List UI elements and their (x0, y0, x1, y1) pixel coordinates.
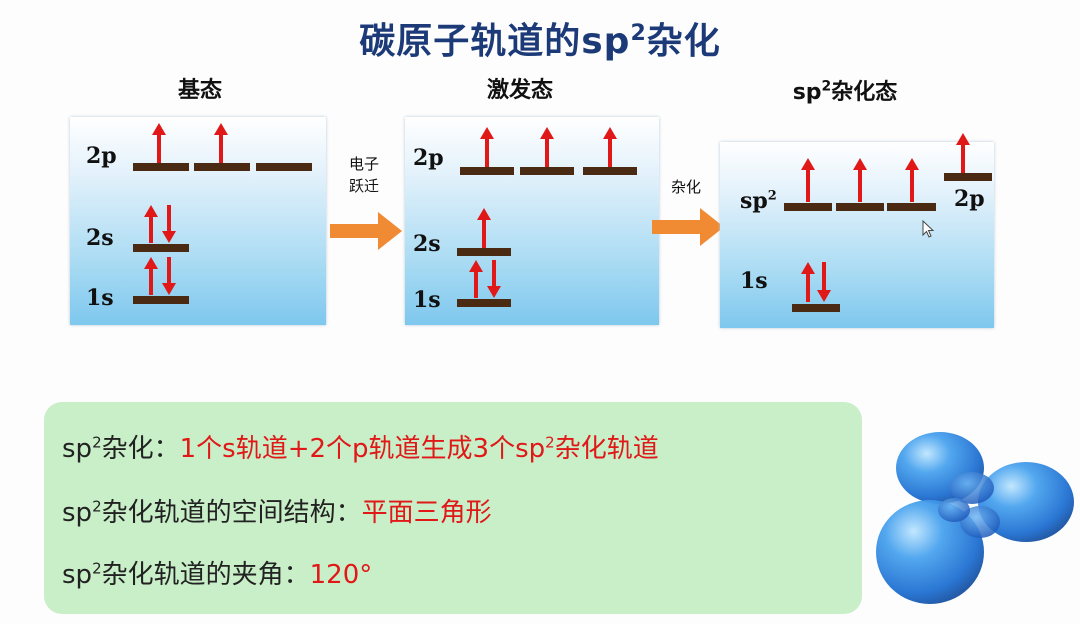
hybrid-state-caption: sp2杂化态 (792, 78, 898, 105)
composition-value: 1个s轨道+2个p轨道生成3个sp2杂化轨道 (179, 433, 659, 464)
summary-line-geometry: sp2杂化轨道的空间结构：平面三角形 (62, 497, 492, 528)
orbital-level-2p (133, 163, 189, 171)
ground-state-caption: 基态 (177, 78, 222, 103)
orbital-level-sp2 (784, 203, 832, 211)
level-label-sp2: sp2 (740, 188, 777, 214)
level-label-2s: 2s (413, 231, 441, 257)
hybridization-label: 杂化 (670, 178, 701, 196)
level-label-1s: 1s (740, 268, 768, 294)
sp2-orbital-model-image (868, 430, 1078, 620)
spin-up-arrow-icon (478, 127, 496, 167)
level-label-2p: 2p (86, 143, 117, 169)
spin-up-arrow-icon (142, 257, 160, 295)
hybrid-state-panel: sp2 1s (720, 142, 994, 328)
transition-arrow-icon (330, 212, 402, 254)
spin-down-arrow-icon (160, 205, 178, 243)
summary-line-angle: sp2杂化轨道的夹角：120° (62, 559, 373, 590)
spin-up-arrow-icon (142, 205, 160, 243)
orbital-level-1s (457, 299, 511, 307)
ground-state-panel: 2p 2s 1s (70, 117, 326, 325)
level-label-1s: 1s (86, 285, 114, 311)
orbital-level-2p (460, 167, 514, 175)
cursor-icon (922, 220, 940, 238)
spin-up-arrow-icon (601, 127, 619, 167)
summary-box: sp2杂化：1个s轨道+2个p轨道生成3个sp2杂化轨道 sp2杂化轨道的空间结… (44, 402, 862, 614)
level-label-2p: 2p (954, 186, 985, 212)
level-label-2p: 2p (413, 145, 444, 171)
orbital-level-sp2 (836, 203, 884, 211)
spin-up-arrow-icon (475, 208, 493, 248)
spin-up-arrow-icon (799, 262, 817, 302)
spin-up-arrow-icon (467, 260, 485, 298)
page-title: 碳原子轨道的sp2杂化 (359, 21, 721, 62)
angle-value: 120° (309, 560, 373, 590)
orbital-level-2p (194, 163, 250, 171)
excited-state-panel: 2p 2s 1s (405, 117, 659, 325)
level-label-2s: 2s (86, 225, 114, 251)
spin-up-arrow-icon (903, 158, 921, 202)
geometry-value: 平面三角形 (361, 498, 492, 528)
spin-up-arrow-icon (212, 123, 230, 163)
level-label-1s: 1s (413, 287, 441, 313)
orbital-level-2p (944, 173, 992, 181)
transition-label: 电子跃迁 (348, 155, 379, 195)
orbital-level-2p (583, 167, 637, 175)
spin-down-arrow-icon (485, 260, 503, 298)
spin-up-arrow-icon (954, 133, 972, 173)
orbital-level-2s (457, 248, 511, 256)
spin-up-arrow-icon (150, 123, 168, 163)
spin-down-arrow-icon (815, 262, 833, 302)
orbital-level-1s (133, 296, 189, 304)
orbital-level-sp2 (887, 203, 936, 211)
orbital-level-2p (256, 163, 312, 171)
summary-line-composition: sp2杂化：1个s轨道+2个p轨道生成3个sp2杂化轨道 (62, 433, 659, 464)
spin-up-arrow-icon (851, 158, 869, 202)
hybridization-arrow-icon (652, 208, 724, 250)
excited-state-caption: 激发态 (486, 78, 553, 103)
orbital-level-2s (133, 244, 189, 252)
orbital-level-2p (520, 167, 574, 175)
spin-up-arrow-icon (799, 158, 817, 202)
spin-up-arrow-icon (538, 127, 556, 167)
orbital-level-1s (792, 304, 840, 312)
spin-down-arrow-icon (160, 257, 178, 295)
